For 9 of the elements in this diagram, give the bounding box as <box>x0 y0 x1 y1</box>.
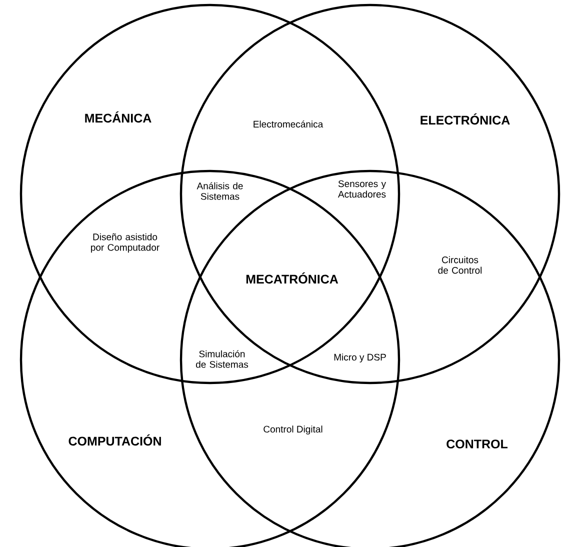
region-label: Micro y DSP <box>334 354 386 362</box>
region-label: Circuitos de Control <box>438 256 482 274</box>
region-label: Simulación de Sistemas <box>196 350 248 368</box>
region-label: Análisis de Sistemas <box>196 182 243 200</box>
region-label: Sensores y Actuadores <box>338 180 386 198</box>
region-title: MECATRÓNICA <box>246 272 338 284</box>
region-label: Control Digital <box>264 426 322 434</box>
region-label: Diseño asistido por Computador <box>91 233 160 253</box>
region-label: Electromecánica <box>254 120 324 128</box>
